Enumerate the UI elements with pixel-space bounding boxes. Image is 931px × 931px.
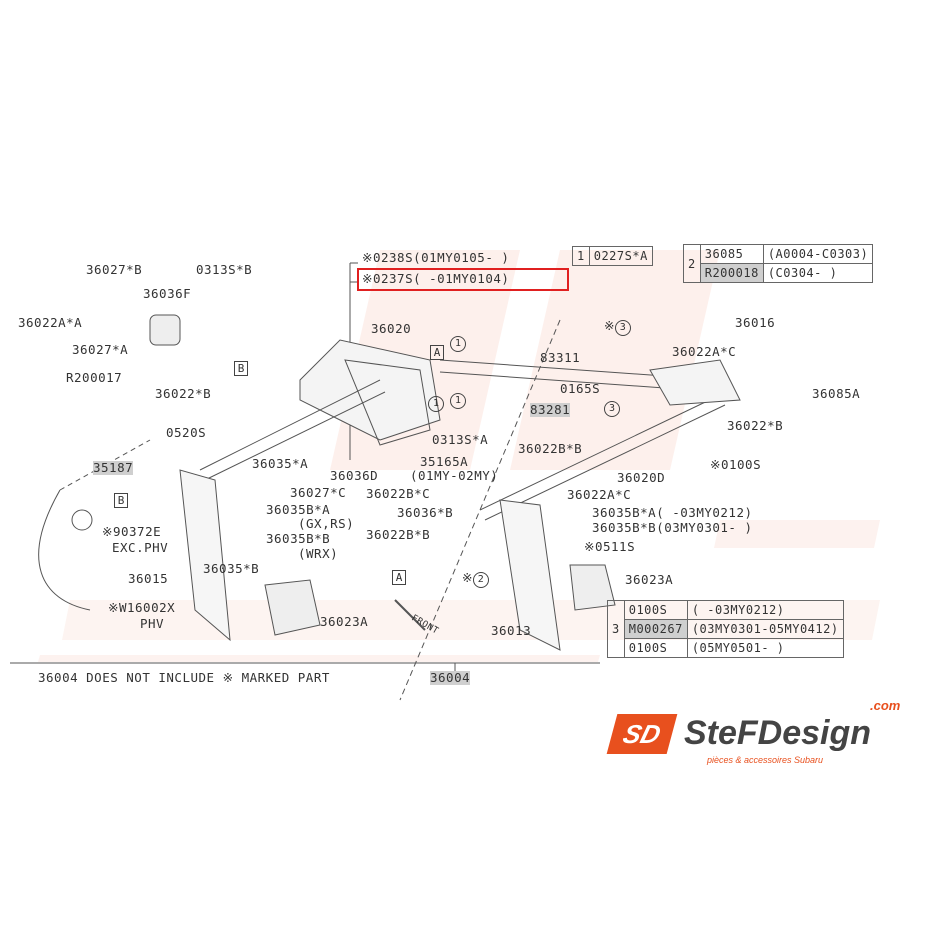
part-label: 35187 [93,460,134,475]
part-label: 36085A [812,386,861,401]
table-callout-1: 1 0227S*A [572,246,653,266]
table3-part: 0100S [623,638,688,658]
part-label: 0313S*A [432,432,489,447]
part-label: 36036D [330,468,379,483]
table2-part: R200018 [699,263,764,283]
part-label: 36027*C [290,485,347,500]
part-label: 36035B*A( -03MY0212) [592,505,753,520]
part-label: ※0100S [710,457,762,472]
part-label: 0520S [166,425,207,440]
part-label: (WRX) [298,546,339,561]
callout-note-3: ※3 [604,319,631,336]
logo-domain: .com [870,698,901,713]
callout-box-b: B [234,361,248,376]
part-label: 36022*B [727,418,784,433]
part-label: 36027*B [86,262,143,277]
highlight-box [357,268,569,291]
part-label: 36013 [491,623,532,638]
callout-box-a: A [392,570,406,585]
part-label: 36022A*A [18,315,83,330]
part-label: 36022B*C [366,486,431,501]
callout-box-b: B [114,493,128,508]
part-label: PHV [140,616,165,631]
table2-range: (C0304- ) [762,263,874,283]
part-label: 36022A*C [567,487,632,502]
table3-num: 3 [607,600,625,658]
assembly-number: 36004 [430,670,471,685]
part-label: EXC.PHV [112,540,169,555]
table3-range: ( -03MY0212) [686,600,844,620]
part-label: 36022A*C [672,344,737,359]
footer-note: 36004 DOES NOT INCLUDE ※ MARKED PART [38,670,330,685]
table1-part: 0227S*A [588,246,653,266]
table3-part: M000267 [623,619,688,639]
part-label: ※0511S [584,539,636,554]
part-label: 36036F [143,286,192,301]
part-label: 36036*B [397,505,454,520]
callout-circle-1: 1 [450,336,466,352]
table3-part: 0100S [623,600,688,620]
part-label: (01MY-02MY) [410,468,499,483]
part-label: 36035B*B(03MY0301- ) [592,520,753,535]
table-callout-2: 2 36085 (A0004-C0303) R200018 (C0304- ) [683,244,874,283]
part-label: (GX,RS) [298,516,355,531]
table1-num: 1 [572,246,590,266]
part-label: 36035*B [203,561,260,576]
part-label: ※W16002X [108,600,176,615]
part-label: 36035B*B [266,531,331,546]
callout-circle-3: 3 [604,401,620,417]
part-label: 36020D [617,470,666,485]
part-label: 36023A [625,572,674,587]
table3-range: (05MY0501- ) [686,638,844,658]
part-label: 36035B*A [266,502,331,517]
note-0238s: ※0238S(01MY0105- ) [362,250,510,265]
part-label: 36022B*B [518,441,583,456]
note-0237s: ※0237S( -01MY0104) [362,271,510,286]
part-label: 36023A [320,614,369,629]
part-label: 0165S [560,381,601,396]
callout-circle-1: 1 [428,396,444,412]
callout-box-a: A [430,345,444,360]
part-label: 36035*A [252,456,309,471]
part-label: 36015 [128,571,169,586]
part-label: 35165A [420,454,469,469]
table2-part: 36085 [699,244,764,264]
part-label: 36022B*B [366,527,431,542]
part-label: R200017 [66,370,123,385]
part-label: ※90372E [102,524,162,539]
part-label: 83311 [540,350,581,365]
table-callout-3: 3 0100S ( -03MY0212) M000267 (03MY0301-0… [607,600,844,658]
part-label: 83281 [530,402,571,417]
logo-icon: SD [606,714,678,754]
callout-note-2: ※2 [462,571,489,588]
part-label: 36016 [735,315,776,330]
part-label: 0313S*B [196,262,253,277]
logo-tagline: pièces & accessoires Subaru [707,755,824,765]
table2-range: (A0004-C0303) [762,244,874,264]
part-label: 36020 [371,321,412,336]
table2-num: 2 [683,244,701,283]
logo: SD SteFDesign .com pièces & accessoires … [606,698,922,774]
part-label: 36027*A [72,342,129,357]
table3-range: (03MY0301-05MY0412) [686,619,844,639]
logo-brand: SteFDesign [684,714,872,752]
callout-circle-1: 1 [450,393,466,409]
part-label: 36022*B [155,386,212,401]
